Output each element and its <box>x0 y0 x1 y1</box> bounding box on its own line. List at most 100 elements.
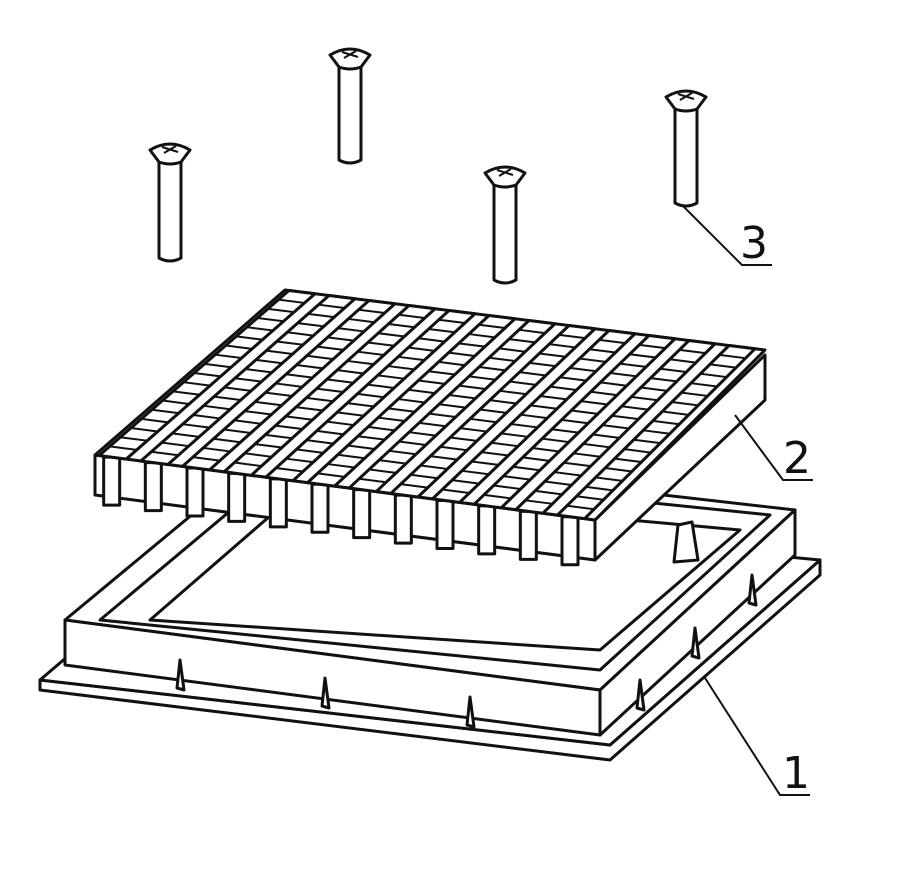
grate-bar-rib <box>438 318 466 325</box>
callout-label-3: 3 <box>740 218 768 269</box>
grate-bar-rib <box>589 348 616 354</box>
grate-bar-rib <box>576 495 604 501</box>
grate-bar-rib <box>532 447 560 453</box>
grate-bar-rib <box>518 328 546 335</box>
screw <box>664 89 708 208</box>
grate-bar-rib <box>275 382 303 388</box>
grate-bar-rib <box>549 343 576 349</box>
grate-bar-rib <box>388 407 415 413</box>
grate-bar-rib <box>367 425 395 432</box>
grate-bar-rib <box>569 366 597 373</box>
grate-bar-rib <box>671 401 699 407</box>
grate-bar-rib <box>602 424 630 430</box>
grate-bar-rib <box>265 391 293 398</box>
grate-bar-rib <box>489 399 517 405</box>
grate-bar-rib <box>296 448 324 454</box>
grate-bar-rib <box>254 443 283 449</box>
grate-bar-rib <box>215 353 242 360</box>
grate-bar-rib <box>236 335 263 341</box>
grate-leg <box>143 461 163 513</box>
grate-bar-rib <box>234 461 262 468</box>
grate-bar-rib <box>287 331 314 337</box>
grate-bar-rib <box>660 367 687 373</box>
frame-rib <box>690 626 701 660</box>
grate-bar-rib <box>172 432 200 438</box>
grate-bar-rib <box>377 374 405 380</box>
grate-bar-rib <box>327 463 355 469</box>
grate-bar-rib <box>563 461 591 468</box>
grate-bar-rib <box>254 400 282 407</box>
grate-bar-rib <box>285 373 313 379</box>
grate-leg <box>560 515 580 567</box>
grate-bar-rib <box>306 396 334 403</box>
grate-bar-rib <box>498 347 526 353</box>
grate-bar-rib <box>420 464 448 470</box>
grate-bar-rib <box>508 338 536 344</box>
grate-bar-rib <box>458 342 486 348</box>
phillips-drive-icon <box>496 168 514 177</box>
grate-bar-rib <box>276 340 304 346</box>
grate-bar-rib <box>418 421 446 428</box>
grate-bar-rib <box>408 346 435 352</box>
grate-bar-rib <box>430 455 458 461</box>
grate-bar-rib <box>512 465 540 472</box>
grate-bar-rib <box>398 440 427 446</box>
grate-bar-rib <box>255 358 283 365</box>
grate-bar-rib <box>244 452 272 458</box>
grate-bar-rib <box>501 432 528 438</box>
grate-bar-rib <box>275 424 303 431</box>
grate-bar-rib <box>639 343 666 350</box>
frame-rib <box>465 695 476 729</box>
grate-bar-rib <box>408 431 436 437</box>
grate-bar-rib <box>357 435 385 441</box>
grate-bar-rib <box>120 436 148 442</box>
grate-bar-rib <box>450 436 478 442</box>
grate-bar-rib <box>493 484 521 491</box>
grate-bar-rib <box>183 381 211 387</box>
grate-bar-rib <box>554 471 582 477</box>
grate-bar-rib <box>481 451 509 457</box>
grate-bar-rib <box>605 467 633 473</box>
leader-line-1 <box>704 677 810 796</box>
grate-bar-rib <box>629 353 656 359</box>
grate-leg <box>268 477 288 529</box>
grate-right-face <box>593 353 767 562</box>
screw-shank <box>673 105 699 208</box>
grate-bar-rib <box>359 477 387 484</box>
frame-rib <box>747 573 758 607</box>
grate-bar-rib <box>336 369 364 375</box>
screw <box>483 165 527 285</box>
grate-leg <box>185 466 205 518</box>
grate-bar-rib <box>257 317 284 323</box>
grate-bar-rib <box>278 298 305 304</box>
grate-bar-rib <box>468 333 496 339</box>
grate-bar-rib <box>519 371 546 377</box>
grate-bar-rib <box>428 412 456 418</box>
grate-bar-rib <box>561 418 589 425</box>
grate-bar-rib <box>347 402 374 408</box>
grate-bar-rib <box>662 410 689 416</box>
grate-bar-rib <box>192 456 221 462</box>
screw-head <box>148 142 192 166</box>
frame-rib <box>320 676 331 710</box>
grate-bar-rib <box>367 341 395 347</box>
grate-bar-rib <box>428 328 455 334</box>
grate-bar-rib <box>534 489 563 496</box>
grate-bar-rib <box>640 386 668 392</box>
grate-bar-rib <box>690 382 718 388</box>
grate-bar-rib <box>469 417 497 424</box>
grate-bar-rib <box>583 442 610 449</box>
screw-head <box>328 47 372 71</box>
grate-bar-rib <box>580 400 608 406</box>
grate-bar-rib <box>192 414 221 420</box>
grate-bar-rib <box>297 322 324 328</box>
grate-bar-rib <box>316 429 344 436</box>
screw <box>148 142 192 263</box>
screw-shank <box>492 181 518 285</box>
grate-bar-rib <box>358 308 385 314</box>
grate-bar-rib <box>503 475 531 481</box>
grate-bar-rib <box>709 363 737 369</box>
grate-bar-rib <box>213 395 241 402</box>
grate-bar-rib <box>459 427 487 433</box>
